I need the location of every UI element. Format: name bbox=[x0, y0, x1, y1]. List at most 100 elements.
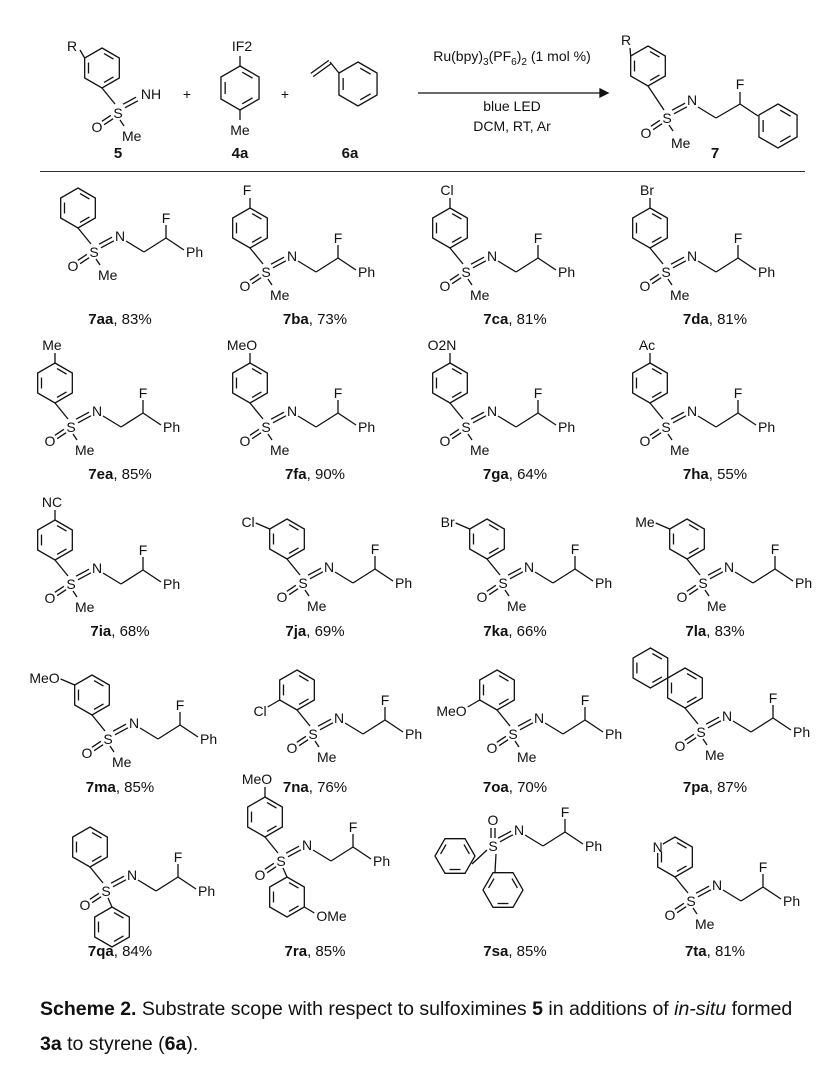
phenyl-group: Ph bbox=[373, 853, 390, 869]
compound-id: 7pa bbox=[682, 779, 709, 796]
compound-label: 7ja, 69% bbox=[235, 623, 395, 640]
s-o-double-bond bbox=[101, 114, 112, 122]
compound-id: 7aa bbox=[88, 311, 114, 328]
oxygen-atom: O bbox=[488, 812, 499, 828]
bond bbox=[89, 866, 104, 884]
header-divider bbox=[40, 171, 805, 172]
compound-label: 7oa, 70% bbox=[435, 779, 595, 796]
aromatic-bond bbox=[688, 524, 699, 531]
aromatic-bond bbox=[79, 216, 90, 223]
phenyl-group: Ph bbox=[605, 726, 622, 742]
bond bbox=[72, 590, 78, 598]
aromatic-bond bbox=[463, 844, 470, 855]
compound-id: 7ga bbox=[482, 466, 509, 483]
s-n-double-bond bbox=[705, 716, 720, 725]
compound-id: 7ha bbox=[682, 466, 709, 483]
aromatic-bond bbox=[649, 51, 660, 58]
compound-label: 7qa, 84% bbox=[40, 943, 200, 960]
bond bbox=[344, 722, 364, 735]
aromatic-bond bbox=[288, 547, 299, 554]
oxygen-atom: O bbox=[287, 740, 298, 756]
caption-text: Substrate scope with respect to sulfoxim… bbox=[136, 998, 533, 1020]
s-o-double-bond bbox=[79, 257, 90, 265]
compound-yield: , 85% bbox=[508, 943, 547, 960]
benzene-ring bbox=[758, 103, 798, 149]
s-n-double-bond bbox=[672, 260, 687, 269]
solvent-condition: DCM, RT, Ar bbox=[473, 118, 551, 134]
bond bbox=[515, 412, 539, 428]
compound-yield: , 55% bbox=[708, 466, 748, 483]
s-o-double-bond bbox=[264, 862, 275, 870]
compound-id: 7la bbox=[685, 623, 707, 640]
s-o-double-bond bbox=[91, 896, 102, 904]
s-o-double-bond bbox=[77, 253, 88, 261]
s-n-double-bond bbox=[472, 415, 487, 424]
bond bbox=[329, 61, 340, 74]
sulfur-atom: S bbox=[498, 575, 507, 591]
sulfur-atom: S bbox=[101, 883, 110, 899]
bond bbox=[674, 876, 689, 894]
bond bbox=[352, 846, 372, 860]
substituent: Br bbox=[640, 182, 654, 198]
methyl-group: Me bbox=[230, 122, 250, 138]
oxygen-atom: O bbox=[82, 745, 93, 761]
bond bbox=[79, 49, 86, 59]
nitrogen-atom: N bbox=[302, 837, 312, 853]
benzene-ring bbox=[232, 207, 268, 249]
bond bbox=[142, 569, 162, 583]
sulfur-atom: S bbox=[261, 264, 270, 280]
sulfur-atom: S bbox=[276, 853, 285, 869]
fluorine-atom: F bbox=[534, 230, 543, 246]
compound-label-7: 7 bbox=[710, 145, 720, 162]
bond bbox=[384, 719, 404, 733]
s-o-double-bond bbox=[649, 428, 660, 436]
aromatic-bond bbox=[511, 878, 518, 889]
compound-label: 7ka, 66% bbox=[435, 623, 595, 640]
aromatic-bond bbox=[56, 368, 67, 375]
vinyl-double-bond bbox=[310, 59, 330, 74]
fluorine-atom: F bbox=[736, 76, 745, 92]
bond bbox=[139, 727, 159, 740]
aromatic-bond bbox=[251, 213, 262, 220]
s-n-double-bond bbox=[317, 718, 332, 727]
sulfur-atom: S bbox=[661, 419, 670, 435]
s-o-double-bond bbox=[296, 735, 307, 743]
bond bbox=[739, 103, 759, 117]
compound-label: 7ia, 68% bbox=[40, 623, 200, 640]
s-o-double-bond bbox=[686, 737, 697, 745]
s-n-double-bond bbox=[110, 875, 125, 884]
aromatic-bond bbox=[298, 698, 309, 705]
compound-yield: , 85% bbox=[307, 943, 346, 960]
s-n-double-bond bbox=[319, 722, 334, 731]
benzene-ring bbox=[74, 674, 110, 716]
aromatic-bond bbox=[241, 71, 253, 79]
methyl-group: Me bbox=[112, 754, 132, 770]
phenyl-group: Ph bbox=[163, 576, 180, 592]
bond bbox=[697, 260, 717, 273]
bond bbox=[514, 740, 520, 748]
bond bbox=[697, 106, 717, 119]
bond bbox=[282, 867, 288, 878]
s-o-double-bond bbox=[288, 588, 299, 596]
oxygen-atom: O bbox=[640, 433, 651, 449]
benzene-ring bbox=[667, 667, 703, 709]
benzene-ring bbox=[630, 45, 666, 87]
benzene-ring bbox=[432, 362, 468, 404]
bond bbox=[455, 522, 470, 530]
plus-sign: + bbox=[183, 86, 191, 102]
aromatic-bond bbox=[251, 368, 262, 375]
bond bbox=[337, 257, 357, 271]
aromatic-bond bbox=[451, 391, 462, 398]
bond bbox=[155, 876, 179, 892]
bond bbox=[737, 257, 757, 271]
aromatic-bond bbox=[686, 673, 697, 680]
bond bbox=[702, 738, 708, 746]
s-o-double-bond bbox=[54, 428, 65, 436]
bond bbox=[629, 47, 632, 57]
s-o-double-bond bbox=[674, 902, 685, 910]
bond bbox=[494, 853, 497, 873]
nitrogen-atom: N bbox=[92, 560, 102, 576]
bond bbox=[762, 886, 782, 900]
s-n-double-bond bbox=[112, 723, 127, 732]
bond bbox=[296, 709, 311, 727]
